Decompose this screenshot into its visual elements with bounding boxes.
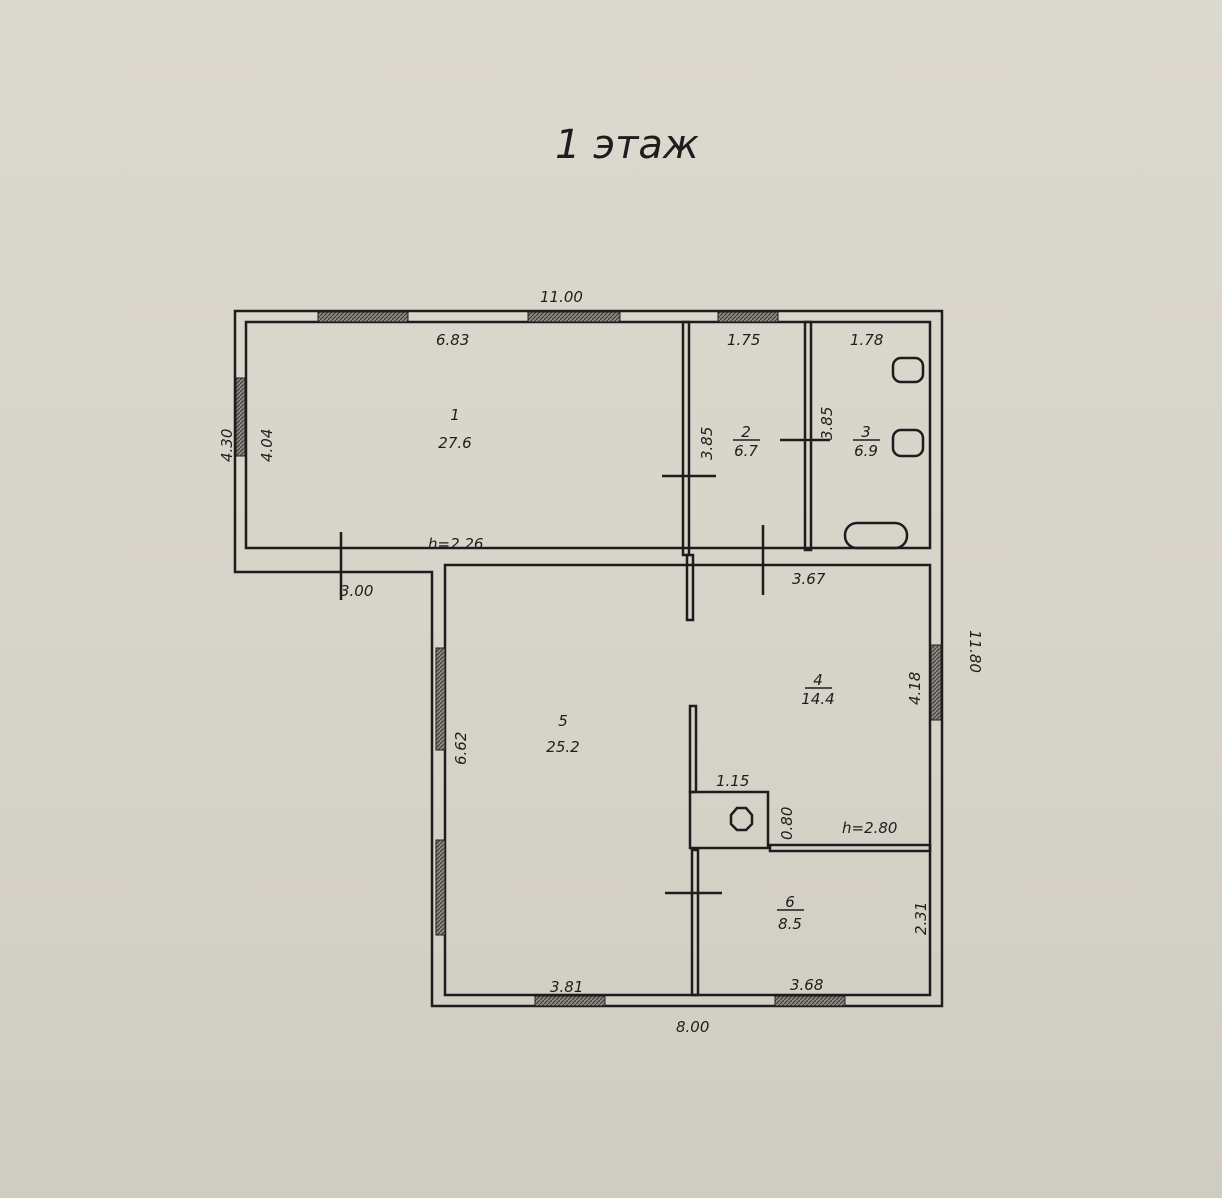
svg-text:3: 3 <box>861 423 871 441</box>
dim-room6-bottom: 3.68 <box>790 976 823 994</box>
partition-5-4 <box>688 704 698 794</box>
room-label-4: 4 14.4 <box>801 671 834 708</box>
window <box>930 644 942 721</box>
toilet-icon <box>891 356 925 384</box>
dim-left-height: 4.30 <box>218 429 236 462</box>
dim-chimney-width: 1.15 <box>716 772 749 790</box>
partition-4-6 <box>768 843 932 853</box>
outer-wall <box>233 309 944 1008</box>
dim-room2-width: 1.75 <box>727 331 760 349</box>
dim-room3-height: 3.85 <box>818 407 836 440</box>
dim-room4-height: 4.18 <box>906 672 924 705</box>
partition-2-3 <box>803 320 813 552</box>
svg-text:25.2: 25.2 <box>546 738 579 756</box>
dim-room3-width: 1.78 <box>850 331 883 349</box>
dim-room1-width: 6.83 <box>436 331 469 349</box>
dim-top-width: 11.00 <box>540 288 583 306</box>
window <box>534 995 606 1007</box>
svg-text:4: 4 <box>813 671 823 689</box>
chimney-box <box>688 790 770 850</box>
svg-text:2: 2 <box>741 423 751 441</box>
room-label-3: 3 6.9 <box>853 423 880 460</box>
dim-room4-width: 3.67 <box>792 570 826 588</box>
dim-room5-height: 6.62 <box>452 732 470 765</box>
room-label-1: 1 27.6 <box>438 406 471 452</box>
window <box>235 377 246 457</box>
bathtub-icon <box>843 521 909 550</box>
dim-room5-bottom: 3.81 <box>550 978 583 996</box>
dim-right-height: 11.80 <box>966 630 984 673</box>
partition-1-2 <box>681 320 691 557</box>
window <box>717 311 779 323</box>
inner-wall-line-lower <box>443 563 932 997</box>
door-mark <box>339 438 830 895</box>
partition-hall <box>685 553 695 622</box>
partition-5-6 <box>690 848 700 997</box>
window <box>317 311 409 323</box>
svg-text:27.6: 27.6 <box>438 434 471 452</box>
sink-icon <box>891 428 925 458</box>
svg-text:8.5: 8.5 <box>778 915 802 933</box>
dim-room1-height: 4.04 <box>258 429 276 462</box>
dim-room6-height: 2.31 <box>912 902 930 935</box>
window <box>435 839 446 936</box>
ceiling-height-upper: h=2.26 <box>428 535 483 553</box>
ceiling-height-lower: h=2.80 <box>842 819 897 837</box>
window <box>527 311 621 323</box>
dim-bottom-width: 8.00 <box>676 1018 709 1036</box>
room-label-5: 5 25.2 <box>546 712 579 756</box>
inner-wall-line <box>244 320 932 550</box>
chimney-icon <box>729 806 754 832</box>
dim-chimney-depth: 0.80 <box>778 807 796 840</box>
dim-room2-height: 3.85 <box>698 427 716 460</box>
window <box>435 647 446 751</box>
floor-title: 1 этаж <box>555 122 699 168</box>
svg-text:6: 6 <box>785 893 795 911</box>
dim-corridor: 3.00 <box>340 582 373 600</box>
svg-text:5: 5 <box>558 712 568 730</box>
svg-text:6.9: 6.9 <box>854 442 878 460</box>
svg-text:6.7: 6.7 <box>734 442 758 460</box>
svg-text:1: 1 <box>450 406 460 424</box>
window <box>774 995 846 1007</box>
room-label-2: 2 6.7 <box>733 423 760 460</box>
room-label-6: 6 8.5 <box>777 893 804 933</box>
svg-text:14.4: 14.4 <box>801 690 834 708</box>
